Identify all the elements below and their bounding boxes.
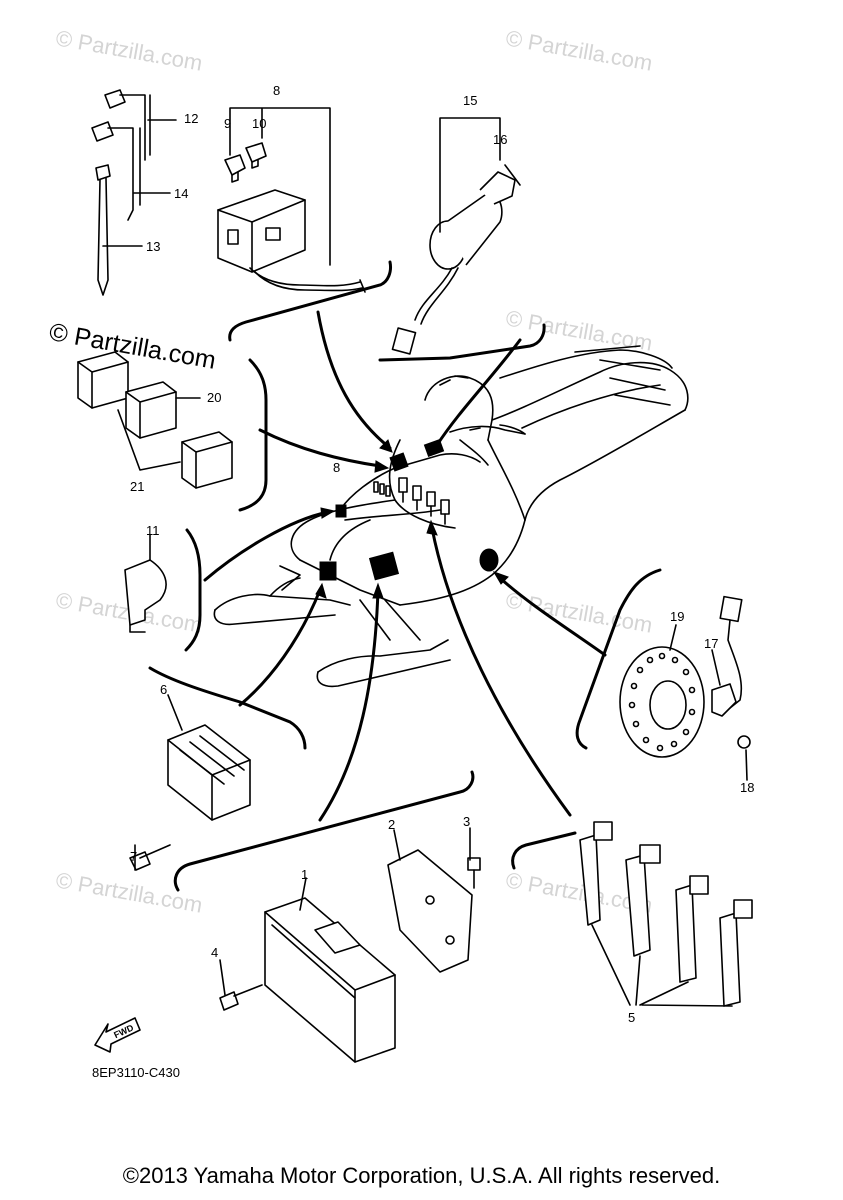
callout-8-top: 8 [273,83,281,98]
diagram-code: 8EP3110-C430 [92,1065,180,1080]
bracket-11 [124,559,167,633]
callout-15: 15 [463,93,478,108]
fuse-box [217,142,366,293]
leader-lines [203,310,607,822]
callout-11: 11 [146,523,160,538]
callout-21: 21 [130,479,145,494]
callout-19: 19 [670,609,685,624]
callout-13: 13 [146,239,161,254]
main-switch [391,164,521,355]
callout-5: 5 [628,1010,636,1025]
callout-4: 4 [211,945,219,960]
group-brackets [148,260,662,892]
callout-20: 20 [207,390,222,405]
callout-3: 3 [463,814,471,829]
callout-1: 1 [301,867,309,882]
copyright-notice: ©2013 Yamaha Motor Corporation, U.S.A. A… [122,1163,721,1188]
ecu-unit [219,849,481,1063]
callout-9: 9 [224,116,232,131]
callout-12: 12 [184,111,199,126]
cable-clips [91,89,151,296]
callout-leaders [102,107,748,996]
trigger-rotor [619,595,751,758]
callout-10: 10 [252,116,267,131]
voltage-regulator [129,724,251,871]
fwd-arrow: FWD [94,1017,141,1053]
callout-2: 2 [388,817,396,832]
callout-7: 7 [130,849,138,864]
callout-16: 16 [493,132,508,147]
relays [77,351,233,489]
callout-8-harness: 8 [333,460,341,475]
snowmobile-body [213,345,689,688]
callout-6: 6 [160,682,168,697]
callout-14: 14 [174,186,189,201]
callout-17: 17 [704,636,719,651]
ignition-coils [579,821,753,1007]
callout-18: 18 [740,780,755,795]
